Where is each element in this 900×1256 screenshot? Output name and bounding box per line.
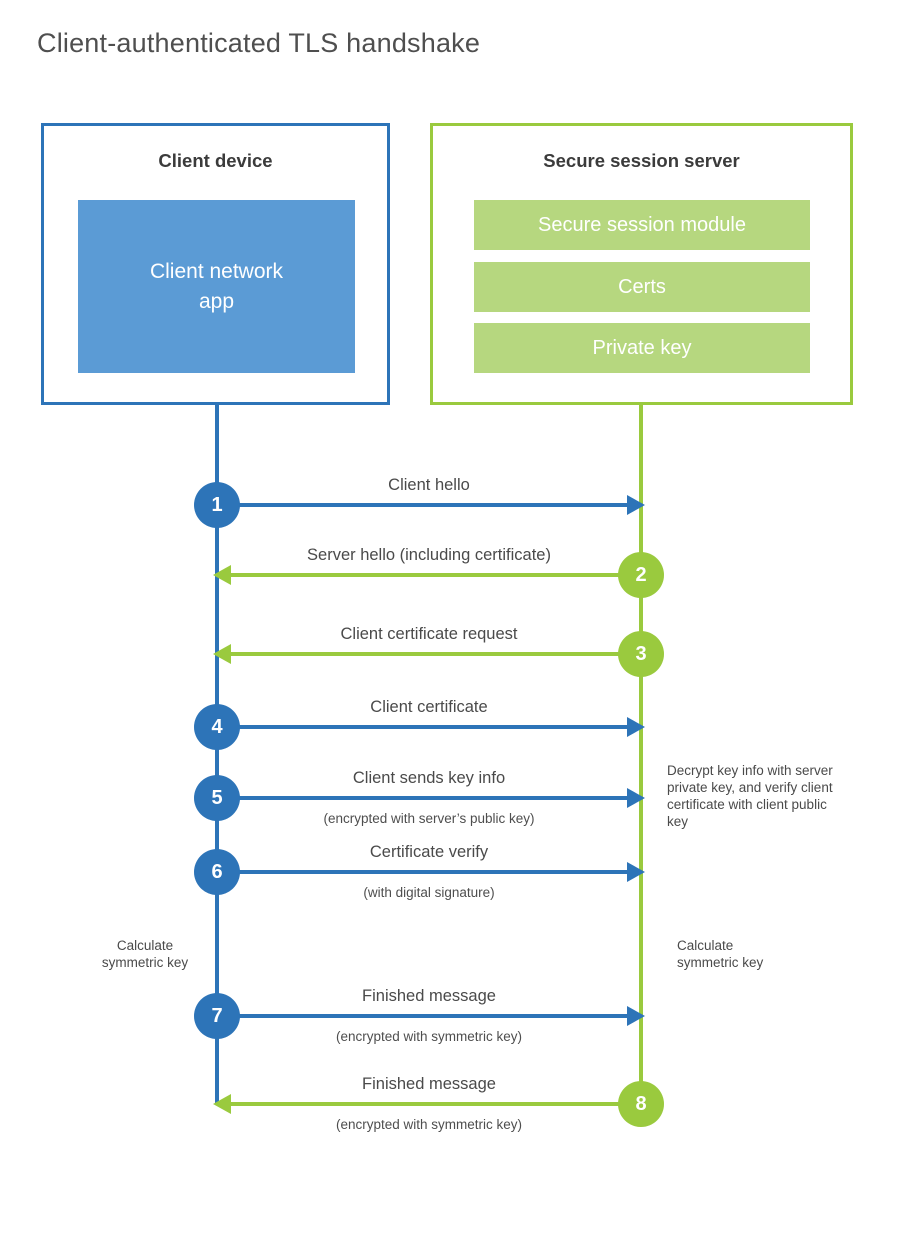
arrow-shaft <box>227 573 641 577</box>
server-module-private-key: Private key <box>474 323 810 373</box>
page-title: Client-authenticated TLS handshake <box>37 28 481 58</box>
server-module-secure-session: Secure session module <box>474 200 810 250</box>
arrowhead-right-icon <box>627 862 645 882</box>
arrow-shaft <box>217 796 631 800</box>
message-label: Client certificate <box>370 698 488 716</box>
step-number-badge: 8 <box>618 1081 664 1127</box>
message-label: Finished message <box>362 1075 496 1093</box>
arrow-shaft <box>227 652 641 656</box>
message-label: Client certificate request <box>340 625 518 643</box>
client-lifeline <box>215 405 219 1105</box>
arrowhead-left-icon <box>213 1094 231 1114</box>
message-sublabel: (encrypted with symmetric key) <box>335 1029 523 1044</box>
arrowhead-right-icon <box>627 788 645 808</box>
message-label: Certificate verify <box>369 843 489 861</box>
server-title: Secure session server <box>543 150 740 171</box>
step-number-badge: 4 <box>194 704 240 750</box>
calculate-symmetric-key-note-client: Calculate symmetric key <box>101 938 189 970</box>
step-number-badge: 6 <box>194 849 240 895</box>
arrow-shaft <box>217 870 631 874</box>
arrow-shaft <box>217 1014 631 1018</box>
message-label: Server hello (including certificate) <box>307 546 551 564</box>
secure-session-server-box: Secure session server Secure session mod… <box>430 123 853 405</box>
arrow-shaft <box>227 1102 641 1106</box>
server-module-certs: Certs <box>474 262 810 312</box>
step-number-badge: 2 <box>618 552 664 598</box>
message-sublabel: (encrypted with server’s public key) <box>323 811 535 826</box>
step-number-badge: 1 <box>194 482 240 528</box>
message-sublabel: (encrypted with symmetric key) <box>335 1117 523 1132</box>
client-device-box: Client device Client network app <box>41 123 390 405</box>
message-label: Client sends key info <box>352 769 506 787</box>
client-device-title: Client device <box>158 150 273 171</box>
client-network-app-box: Client network app <box>78 200 355 373</box>
step-number-badge: 5 <box>194 775 240 821</box>
message-sublabel: (with digital signature) <box>363 885 495 900</box>
arrowhead-right-icon <box>627 495 645 515</box>
message-label: Finished message <box>362 987 496 1005</box>
arrowhead-left-icon <box>213 565 231 585</box>
decrypt-key-note: Decrypt key info with server private key… <box>667 763 833 829</box>
arrowhead-right-icon <box>627 717 645 737</box>
arrowhead-left-icon <box>213 644 231 664</box>
calculate-symmetric-key-note-server: Calculate symmetric key <box>677 938 764 970</box>
arrow-shaft <box>217 725 631 729</box>
server-lifeline <box>639 405 643 1104</box>
arrow-shaft <box>217 503 631 507</box>
message-label: Client hello <box>388 476 470 494</box>
step-number-badge: 3 <box>618 631 664 677</box>
arrowhead-right-icon <box>627 1006 645 1026</box>
step-number-badge: 7 <box>194 993 240 1039</box>
